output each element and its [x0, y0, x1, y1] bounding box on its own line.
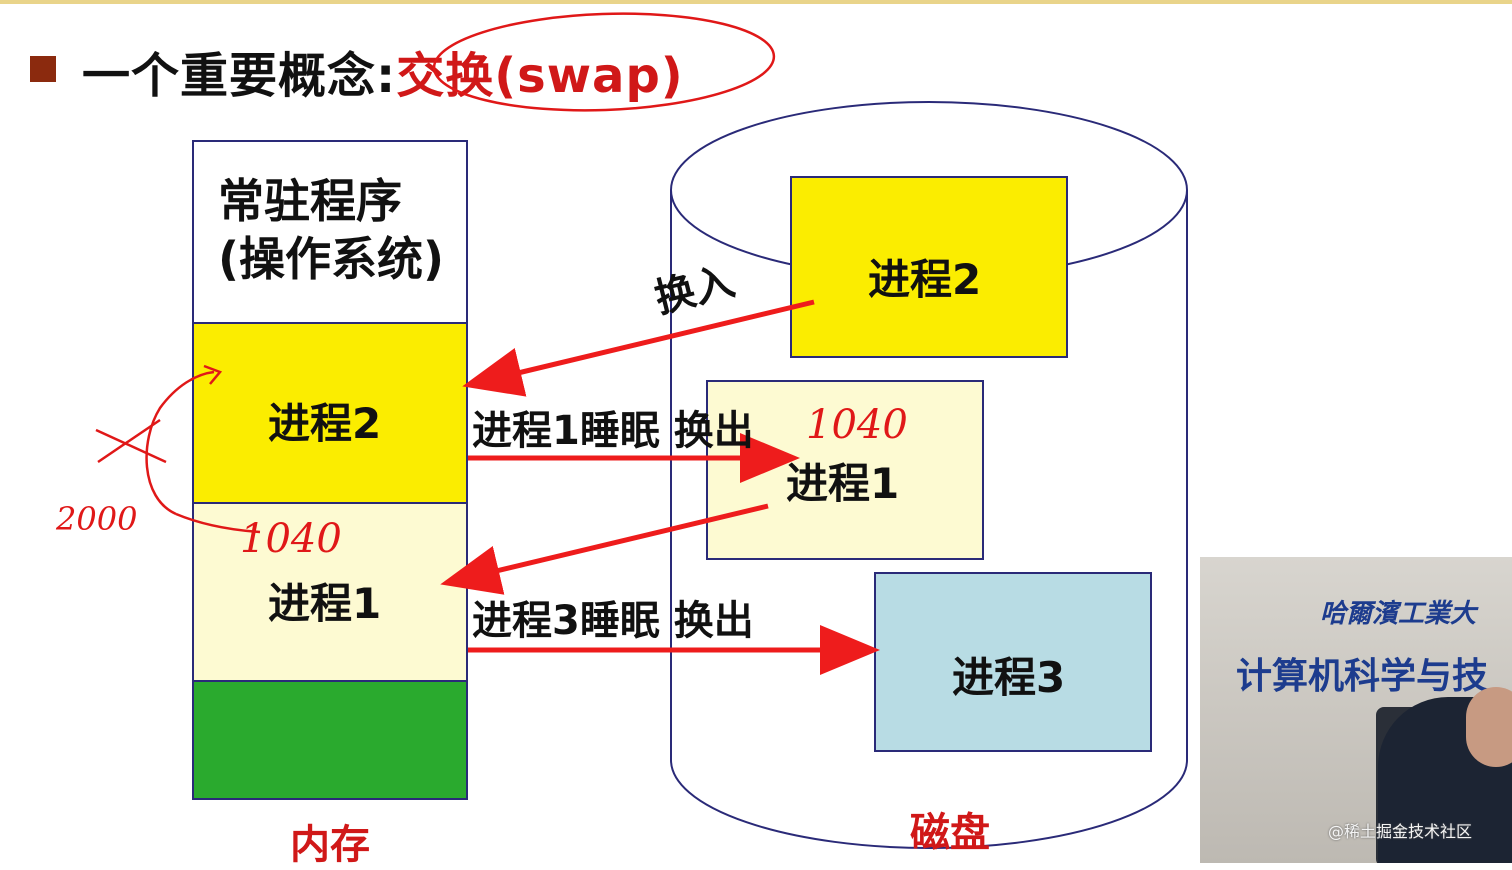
swap-in-arrow [462, 299, 815, 397]
disk-caption: 磁盘 [910, 810, 990, 856]
bullet-square [30, 56, 56, 82]
video-sign-line2: 计算机科学与技 [1236, 656, 1489, 697]
memory-free-region [192, 680, 468, 800]
disk-process-2-label: 进程2 [868, 255, 982, 304]
lecturer-video-overlay: 哈爾濱工業大 计算机科学与技 [1200, 557, 1512, 863]
os-label-line1: 常驻程序 [218, 174, 402, 228]
address-2000-annotation: 2000 [56, 500, 138, 538]
disk-process-1-label: 进程1 [786, 459, 900, 508]
swap-in-p1-arrow [440, 503, 769, 595]
watermark: @稀土掘金技术社区 [1328, 822, 1473, 841]
disk-process-2 [790, 176, 1068, 358]
title-prefix: 一个重要概念: [82, 48, 397, 104]
memory-os-region [192, 140, 468, 322]
disk-process-3 [874, 572, 1152, 752]
memory-process-2-label: 进程2 [268, 399, 382, 448]
video-sign-line1: 哈爾濱工業大 [1320, 599, 1477, 629]
memory-process-1-label: 进程1 [268, 579, 382, 628]
os-label: 常驻程序 (操作系统) [218, 172, 444, 288]
memory-address-annotation: 1040 [240, 516, 342, 562]
disk-address-annotation: 1040 [806, 402, 908, 448]
os-label-line2: (操作系统) [218, 232, 445, 286]
top-accent-line [0, 0, 1512, 4]
memory-process-1 [192, 502, 468, 680]
page-title: 一个重要概念:交换(swap) [82, 36, 684, 106]
memory-process-2 [192, 322, 468, 502]
title-highlight: 交换(swap) [396, 48, 684, 104]
memory-caption: 内存 [290, 822, 370, 868]
video-lecturer-face [1466, 687, 1512, 767]
p3-sleep-label: 进程3睡眠 换出 [472, 598, 754, 644]
disk-process-3-label: 进程3 [952, 653, 1066, 702]
p1-sleep-label: 进程1睡眠 换出 [472, 408, 754, 454]
